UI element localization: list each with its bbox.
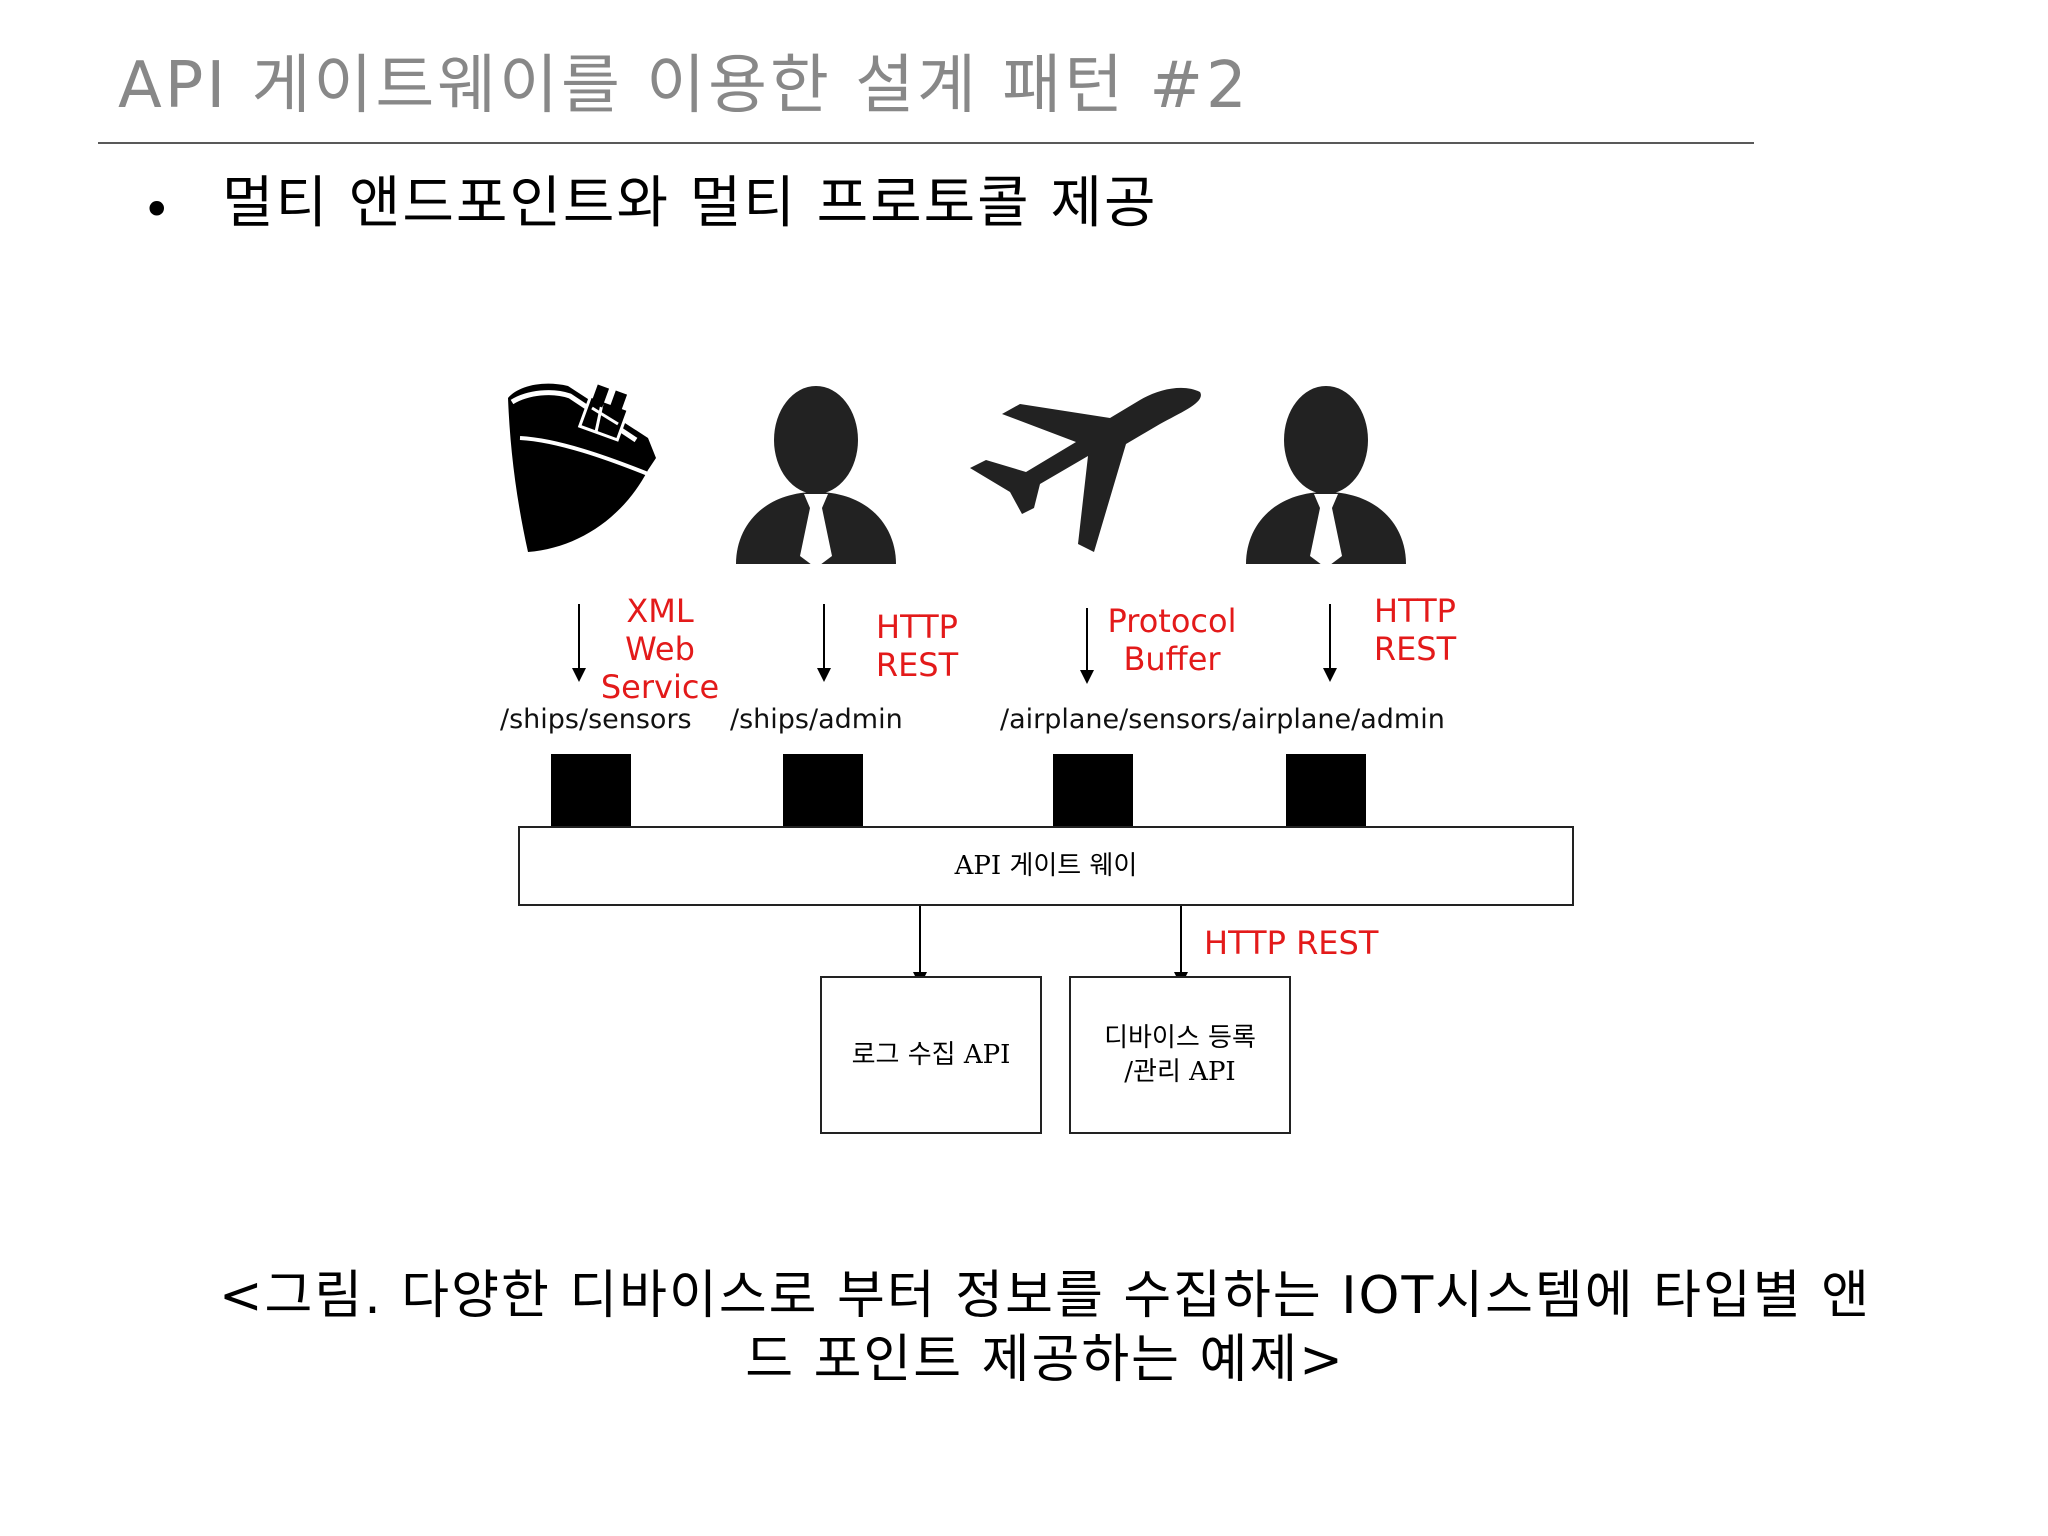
caption-line: <그림. 다양한 디바이스로 부터 정보를 수집하는 IOT시스템에 타입별 앤 (218, 1266, 1872, 1326)
airplane-icon (960, 384, 1210, 554)
endpoint-block (551, 754, 631, 828)
protocol-line: HTTP (1374, 592, 1456, 630)
bullet-text: 멀티 앤드포인트와 멀티 프로토콜 제공 (222, 171, 1158, 236)
caption-line: 드 포인트 제공하는 예제> (745, 1330, 1345, 1390)
client-arrow (572, 604, 586, 682)
api-gateway-label: API 게이트 웨이 (954, 851, 1138, 881)
service-label: /관리 API (1124, 1057, 1236, 1087)
protocol-label: HTTP REST (862, 608, 972, 684)
service-box: 디바이스 등록 /관리 API (1069, 976, 1291, 1134)
service-box: 로그 수집 API (820, 976, 1042, 1134)
protocol-line: REST (1373, 630, 1457, 668)
endpoint-block (1286, 754, 1366, 828)
ship-icon (498, 378, 660, 556)
protocol-label: HTTP REST (1360, 592, 1470, 668)
endpoint-block (783, 754, 863, 828)
client-arrow (1323, 604, 1337, 682)
protocol-line: REST (875, 646, 959, 684)
protocol-line: XML (626, 592, 694, 630)
protocol-line: Web (625, 630, 695, 668)
protocol-line: Protocol (1107, 602, 1237, 640)
slide-title: API 게이트웨이를 이용한 설계 패턴 #2 (118, 49, 1250, 123)
endpoint-path: /airplane/sensors (1000, 704, 1232, 735)
api-gateway-box: API 게이트 웨이 (518, 826, 1574, 906)
client-arrow (817, 604, 831, 682)
endpoint-path: /airplane/admin (1232, 704, 1445, 735)
protocol-line: Buffer (1123, 640, 1221, 678)
client-arrow (1080, 608, 1094, 684)
backend-protocol-label: HTTP REST (1204, 924, 1379, 962)
figure-caption: <그림. 다양한 디바이스로 부터 정보를 수집하는 IOT시스템에 타입별 앤… (200, 1264, 1890, 1392)
service-label: 디바이스 등록 (1104, 1023, 1256, 1053)
endpoint-block (1053, 754, 1133, 828)
bullet-marker: • (142, 181, 172, 239)
protocol-label: XML Web Service (600, 592, 720, 706)
protocol-label: Protocol Buffer (1100, 602, 1244, 678)
protocol-line: Service (600, 668, 720, 706)
endpoint-path: /ships/admin (730, 704, 903, 735)
service-arrow (1174, 906, 1188, 986)
user-icon (1246, 384, 1406, 570)
endpoint-path: /ships/sensors (500, 704, 692, 735)
service-label: 로그 수집 API (851, 1040, 1011, 1070)
service-arrow (913, 906, 927, 986)
title-divider (98, 142, 1754, 144)
protocol-line: HTTP (876, 608, 958, 646)
user-icon (736, 384, 896, 570)
architecture-diagram: XML Web Service HTTP REST Protocol Buffe… (498, 378, 1574, 1134)
